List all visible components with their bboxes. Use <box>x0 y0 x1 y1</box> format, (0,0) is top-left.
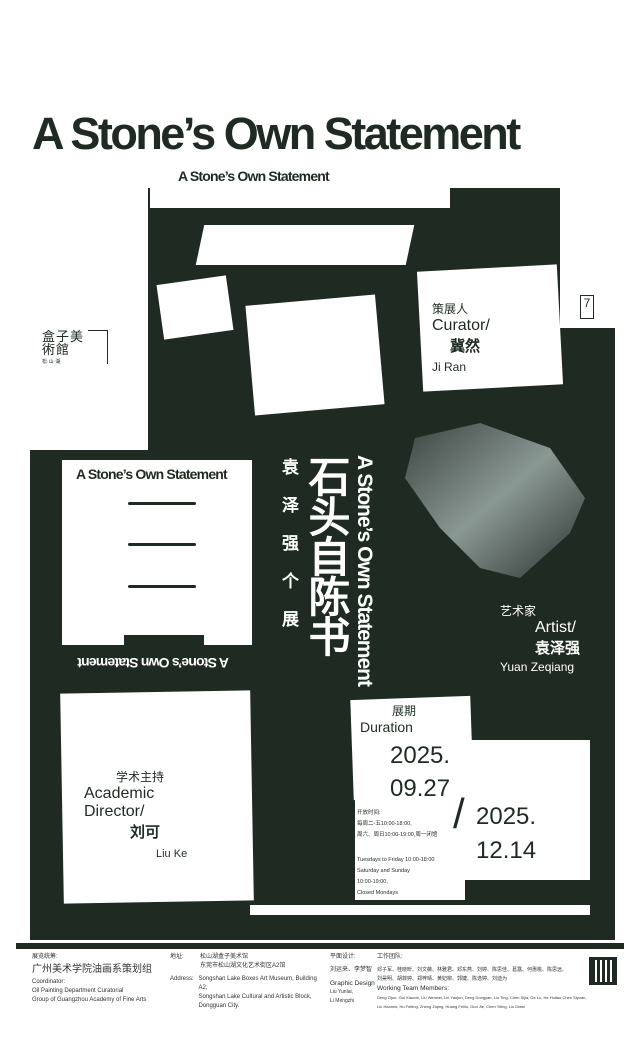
duration-en-label: Duration <box>360 719 413 735</box>
page-mark: 7 <box>580 295 594 319</box>
ink-stroke <box>128 502 196 505</box>
addr-en-3: Dongguan City. <box>198 1003 240 1009</box>
director-block: 学术主持 Academic Director/ 刘可 Liu Ke <box>84 768 187 860</box>
coord-label: 展览统筹: <box>32 954 58 960</box>
hours-en-2: Saturday and Sunday <box>357 868 410 874</box>
vertical-cn-sub: 袁泽强个展 <box>279 458 298 648</box>
poster-title: A Stone’s Own Statement <box>32 108 521 159</box>
stroke-cutout <box>156 275 234 340</box>
poster-subtitle: A Stone’s Own Statement <box>178 168 330 184</box>
hours-en-4: Closed Mondays <box>357 890 398 896</box>
logo-frame <box>88 330 108 364</box>
team-cn-2: 刘昊明、胡菲婷、郑梓晴、黄妃柳、郭婕、陈逸婷、刘迪为 <box>377 976 508 982</box>
coord-en-label: Coordinator: <box>32 979 66 985</box>
duration-block: 展期 Duration <box>360 702 416 735</box>
hours-cn-1: 每周二-五10:00-18:00, <box>357 821 412 827</box>
hours-cn-title: 开放时间: <box>357 810 381 816</box>
end-year: 2025. <box>476 803 537 830</box>
design-label: 平面设计: <box>330 954 356 960</box>
team-en-1: Deng Zijun, Gui Xiaoxin, Liu Wenwei, Lin… <box>377 995 587 1000</box>
date-separator: / <box>453 790 465 837</box>
addr-en-1: Songshan Lake Boxes Art Museum, Building… <box>198 976 317 991</box>
duration-cutout-2 <box>355 790 465 900</box>
ink-stroke <box>128 543 196 546</box>
hours-cn-2: 周六、周日10:00-19:00,周一闭馆 <box>357 832 438 838</box>
addr-en-2: Songshan Lake Cultural and Artistic Bloc… <box>198 994 312 1000</box>
museum-logo: 盒子美術館 松·山·湖 <box>42 330 112 380</box>
director-en-label-2: Director/ <box>84 803 145 820</box>
box-notch <box>124 635 204 647</box>
stroke-cutout <box>195 225 415 265</box>
top-stroke-cutout <box>150 188 450 208</box>
director-en-label-1: Academic <box>84 785 155 802</box>
addr-cn-2: 东莞市松山湖文化艺术街区A2馆 <box>200 963 286 969</box>
stone-image <box>405 423 585 578</box>
artist-en-label: Artist/ <box>535 619 576 636</box>
vertical-cn-title: 石头自陈书 <box>303 455 350 655</box>
coord-en-1: Oil Painting Department Curatorial <box>32 988 124 994</box>
artist-en-name: Yuan Zeqiang <box>500 660 575 674</box>
end-date: 12.14 <box>476 837 537 864</box>
team-label: 工作团队: <box>377 954 403 960</box>
footer-address: 地址: 松山湖盒子美术馆东莞市松山湖文化艺术街区A2馆 Address: Songs… <box>170 953 320 1011</box>
hours-en-1: Tuesdays to Friday 10:00-18:00 <box>357 857 435 863</box>
box-cutout <box>62 460 252 645</box>
director-cn-label: 学术主持 <box>116 770 165 784</box>
qr-code[interactable] <box>589 957 617 985</box>
curator-block: 策展人 Curator/ 冀然 Ji Ran <box>432 300 490 374</box>
ink-stroke <box>128 585 196 588</box>
curator-cn-label: 策展人 <box>432 302 469 316</box>
logo-sub: 松·山·湖 <box>42 359 61 365</box>
footer-bar <box>16 943 624 949</box>
stroke-cutout <box>245 294 385 416</box>
footer-team: 工作团队: 邓子军、桂晓昕、刘文薇、林雅君、邓东燕、刘婷、陈思佳、葛露、何惠桃、… <box>377 953 587 1011</box>
director-cn-name: 刘可 <box>130 824 161 841</box>
team-cn-1: 邓子军、桂晓昕、刘文薇、林雅君、邓东燕、刘婷、陈思佳、葛露、何惠桃、陈思远、 <box>377 967 568 973</box>
duration-cn-label: 展期 <box>392 704 417 718</box>
curator-en-label: Curator/ <box>432 317 490 334</box>
artist-block: 艺术家 Artist/ 袁泽强 Yuan Zeqiang <box>500 602 580 674</box>
start-date: 09.27 <box>390 775 451 802</box>
artist-cn-label: 艺术家 <box>500 604 537 618</box>
hours-en-3: 10:00-19:00, <box>357 879 388 885</box>
right-white-area <box>560 188 615 328</box>
artist-cn-name: 袁泽强 <box>535 640 581 657</box>
footer-coordinator: 展览统筹: 广州美术学院油画系策划组 Coordinator: Oil Pain… <box>32 953 152 1005</box>
design-en-2: Li Mengzhi <box>330 998 355 1004</box>
box-title: A Stone’s Own Statement <box>76 466 228 482</box>
footer-design: 平面设计: 刘运来、李梦智 Graphic Design Liu Yunlai,… <box>330 953 375 1006</box>
left-white-area <box>30 188 148 450</box>
curator-en-name: Ji Ran <box>432 360 467 374</box>
coord-en-2: Group of Guangzhou Academy of Fine Arts <box>32 997 147 1003</box>
team-en-2: Liu Haomin, Hu Feiting, Zheng Ziqing, Hu… <box>377 1004 526 1009</box>
date-cutout <box>450 740 590 880</box>
team-en-label: Working Team Members: <box>377 985 450 992</box>
start-year: 2025. <box>390 742 451 769</box>
design-cn: 刘运来、李梦智 <box>330 967 373 973</box>
coord-cn: 广州美术学院油画系策划组 <box>32 964 152 975</box>
curator-cn-name: 冀然 <box>450 338 481 355</box>
logo-chars: 盒子美術館 <box>42 329 85 357</box>
director-en-name: Liu Ke <box>156 848 188 860</box>
vertical-en-title: A Stone’s Own Statement <box>353 455 376 686</box>
box-title-flipped: A Stone’s Own Statement <box>78 655 229 671</box>
design-en-label: Graphic Design <box>330 980 375 987</box>
addr-cn-1: 松山湖盒子美术馆 <box>200 954 249 960</box>
addr-en-label: Address: <box>170 976 194 982</box>
opening-hours: 开放时间: 每周二-五10:00-18:00, 周六、周日10:00-19:00… <box>357 808 437 899</box>
addr-label: 地址: <box>170 954 184 960</box>
design-en-1: Liu Yunlai, <box>330 989 353 995</box>
bottom-strip <box>250 905 590 915</box>
